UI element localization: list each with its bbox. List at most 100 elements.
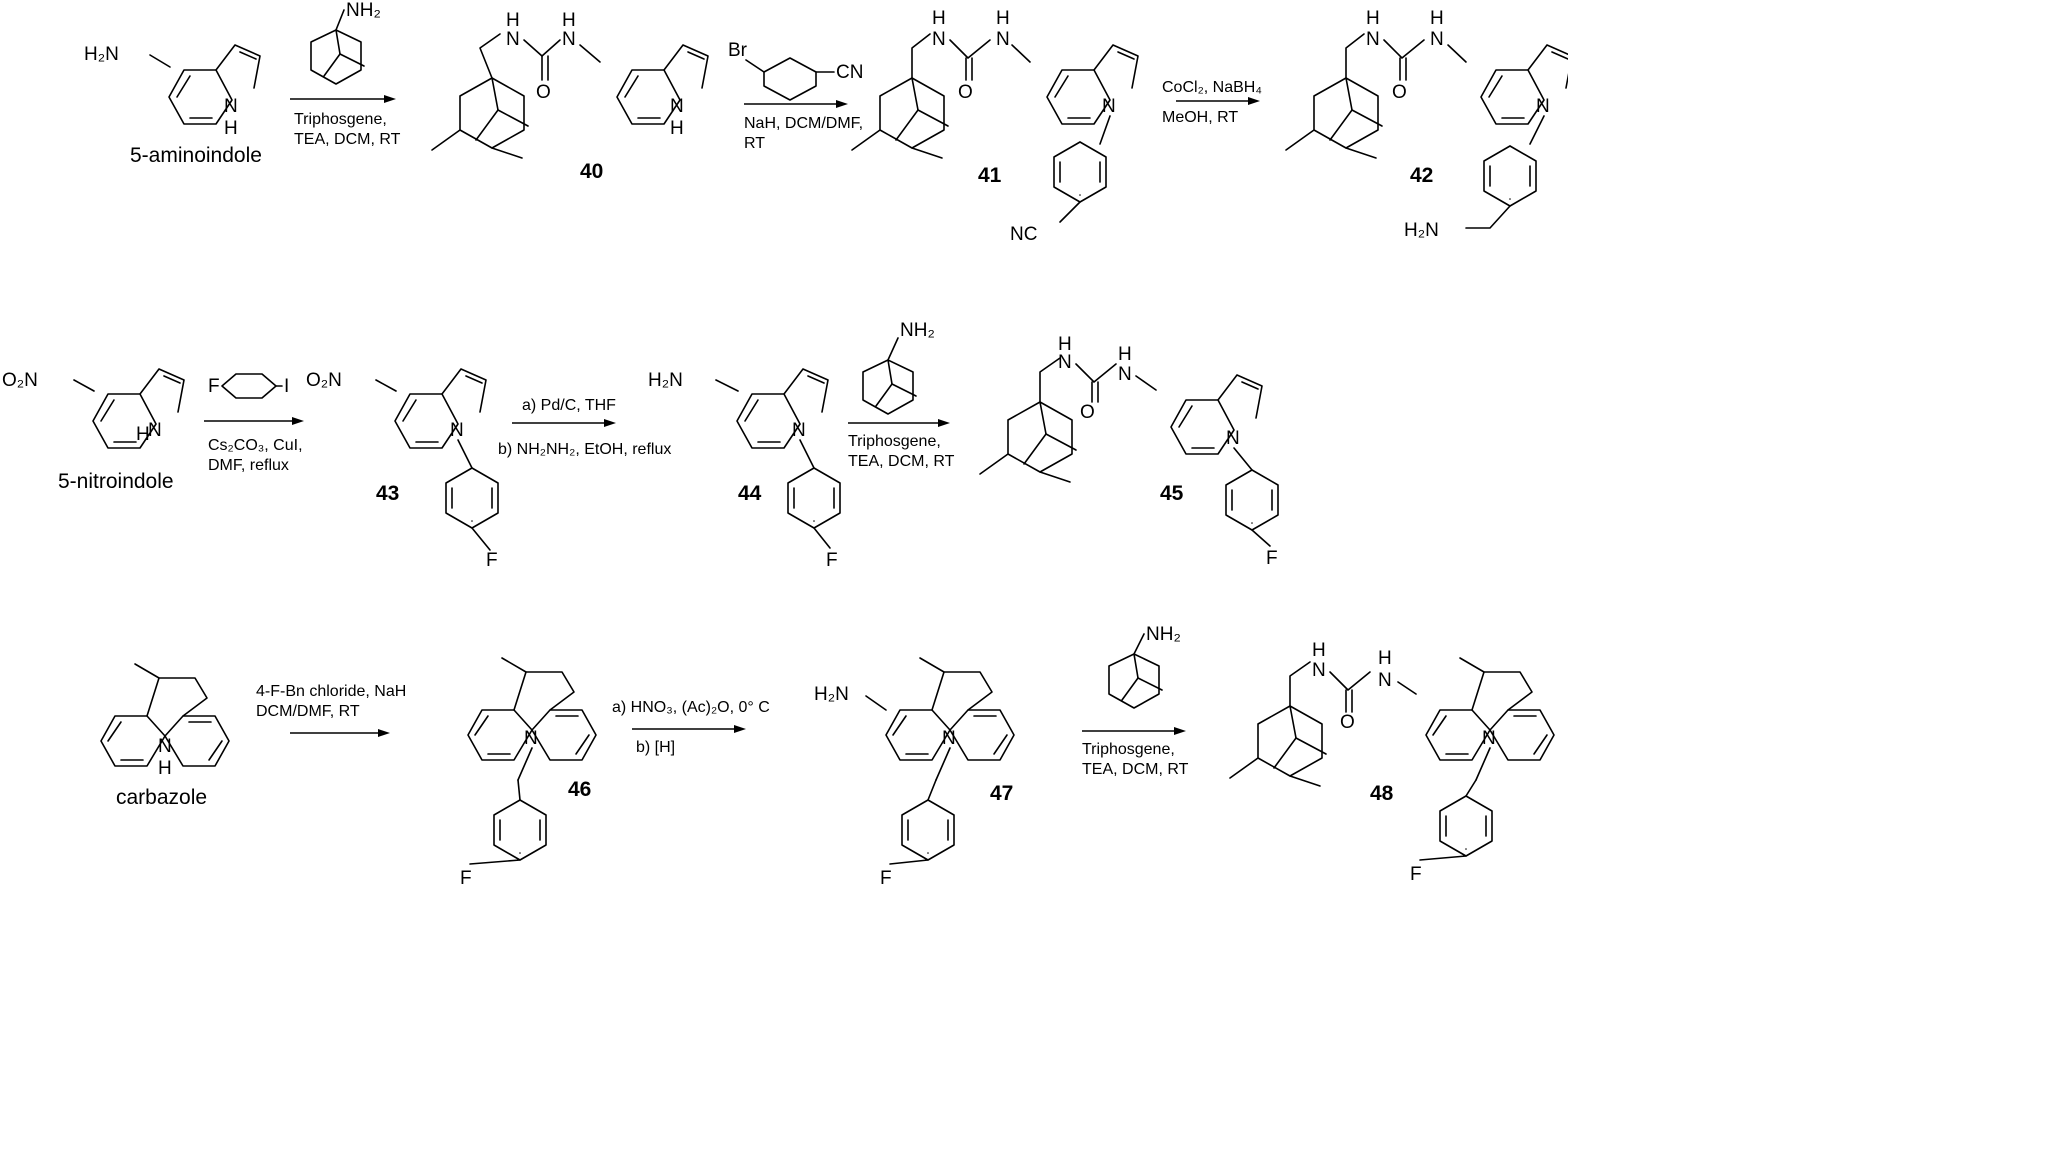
reagent-br-label: Br [728,40,748,61]
compound-42: N H O N H N H₂N 42 [1285,8,1568,241]
arrowhead-7 [378,729,390,737]
carbazole-h-label: H [158,758,172,779]
reagent2-nh2-label: NH₂ [900,320,935,341]
arrowhead-8 [734,725,746,733]
arrowhead-4 [292,417,304,425]
urea-h1-45: H [1058,334,1072,355]
arrowhead-1 [384,95,396,103]
urea-h1-41: H [932,8,946,29]
cond3-top: CoCl₂, NaBH₄ [1162,79,1262,96]
cpd42-amine-label: H₂N [1404,220,1439,241]
urea-n2: N [562,29,576,50]
urea-h2-45: H [1118,344,1132,365]
start-carbazole: N H carbazole [100,663,230,809]
compound-41: N H O N H N NC 41 [851,8,1139,245]
urea-o-42: O [1392,82,1407,103]
compound-47: H₂N N F 47 [814,657,1015,884]
urea-n1-48: N [1312,660,1326,681]
start-5-aminoindole: H₂N N H 5-aminoindole [84,44,262,167]
compound-48: N H O N H N F 48 [1229,640,1555,884]
reagent-adamantylmethylamine-3: NH₂ [1108,624,1181,709]
cond2-line2: RT [744,135,765,152]
compound-46-number: 46 [568,778,591,801]
arrowhead-6 [938,419,950,427]
cond9-line1: Triphosgene, [1082,741,1175,758]
arrowhead-5 [604,419,616,427]
row1: H₂N N H 5-aminoindole NH₂ Triphosgene, T… [84,0,1568,245]
compound-45-number: 45 [1160,482,1184,505]
reagent-nh2-label: NH₂ [346,0,381,21]
reaction-scheme-canvas: H₂N N H 5-aminoindole NH₂ Triphosgene, T… [0,0,1568,884]
indole-n-no2: N [148,420,162,441]
cpd46-f-label: F [460,868,472,884]
start-name-carbazole: carbazole [116,786,207,809]
indole-h-label: H [224,118,238,139]
urea-n2-41: N [996,29,1010,50]
arrowhead-3 [1248,97,1260,105]
indole-h-40: H [670,118,684,139]
urea-h2-41: H [996,8,1010,29]
reaction-scheme: H₂N N H 5-aminoindole NH₂ Triphosgene, T… [2,0,1568,884]
start-no2-label: O₂N [2,370,38,391]
cpd47-f-label: F [880,868,892,884]
reagent-adamantylmethylamine-2: NH₂ [862,320,935,415]
cpd44-nh2-label: H₂N [648,370,683,391]
indole-n-44: N [792,420,806,441]
arrowhead-2 [836,100,848,108]
cpd41-nc-label: NC [1010,224,1037,245]
cpd45-f-label: F [1266,548,1278,569]
reagent-4-cyanobenzyl-bromide: Br CN [728,40,863,101]
cpd44-f-label: F [826,550,838,571]
reagent3-nh2-label: NH₂ [1146,624,1181,645]
urea-o-48: O [1340,712,1355,733]
cond4-line2: DMF, reflux [208,457,289,474]
indole-n-40: N [670,96,684,117]
urea-o-45: O [1080,402,1095,423]
urea-n1: N [506,29,520,50]
compound-44-number: 44 [738,482,762,505]
row2: O₂N N H 5-nitroindole F I Cs₂CO₃, CuI, D… [2,320,1279,571]
r1-i-label: I [284,376,289,397]
start-5-nitroindole: O₂N N H 5-nitroindole [2,368,185,493]
urea-n1-42: N [1366,29,1380,50]
row3: N H carbazole 4-F-Bn chloride, NaH DCM/D… [100,624,1555,884]
compound-44: H₂N N F 44 [648,368,841,571]
cond7-line1: 4-F-Bn chloride, NaH [256,683,406,700]
urea-n2-45: N [1118,364,1132,385]
cond3-bottom: MeOH, RT [1162,109,1238,126]
indole-n-45: N [1226,428,1240,449]
cond7-line2: DCM/DMF, RT [256,703,360,720]
cond6-line1: Triphosgene, [848,433,941,450]
compound-40: N H O N H N H 40 [431,10,709,183]
carbazole-n-46: N [524,728,538,749]
urea-n1-45: N [1058,352,1072,373]
start-name-label: 5-aminoindole [130,144,262,167]
compound-41-number: 41 [978,164,1002,187]
urea-n2-42: N [1430,29,1444,50]
urea-h2-48: H [1378,648,1392,669]
r1-f-label: F [208,376,220,397]
indole-n-label: N [224,96,238,117]
cond8-b: b) [H] [636,739,675,756]
cond9-line2: TEA, DCM, RT [1082,761,1189,778]
urea-h2-42: H [1430,8,1444,29]
cpd43-no2-label: O₂N [306,370,342,391]
reagent-4-fluoroiodobenzene: F I [208,373,289,399]
cpd47-nh2-label: H₂N [814,684,849,705]
arrowhead-9 [1174,727,1186,735]
carbazole-n-47: N [942,728,956,749]
indole-n-41: N [1102,96,1116,117]
start-nh2-label: H₂N [84,44,119,65]
cond1-line2: TEA, DCM, RT [294,131,401,148]
compound-47-number: 47 [990,782,1013,805]
cpd43-f-label: F [486,550,498,571]
indole-n-42: N [1536,96,1550,117]
indole-h-no2: H [136,424,150,445]
reagent-cn-label: CN [836,62,863,83]
compound-43-number: 43 [376,482,399,505]
compound-48-number: 48 [1370,782,1394,805]
start-name-nitroindole: 5-nitroindole [58,470,174,493]
compound-42-number: 42 [1410,164,1433,187]
urea-n1-41: N [932,29,946,50]
compound-46: N F 46 [460,657,597,884]
